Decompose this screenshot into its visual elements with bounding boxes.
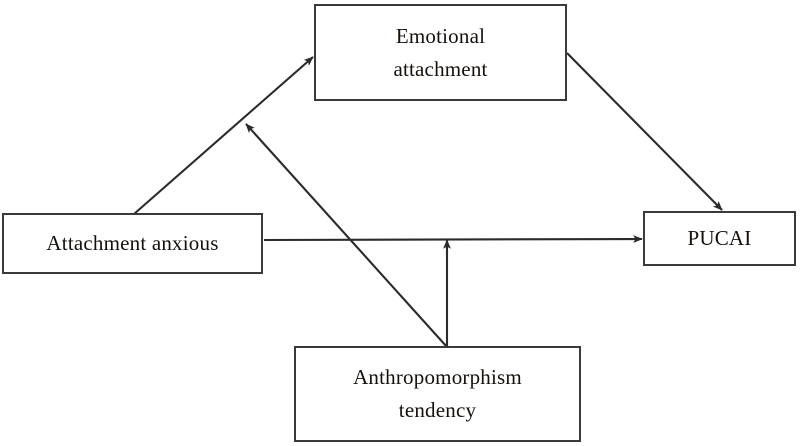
node-pucai[interactable]: PUCAI (643, 211, 796, 266)
node-anthropomorphism-tendency[interactable]: Anthropomorphism tendency (294, 346, 581, 442)
node-pucai-label: PUCAI (687, 226, 752, 251)
node-emotional-attachment[interactable]: Emotional attachment (314, 4, 567, 101)
node-anthropomorphism-tendency-label: Anthropomorphism tendency (353, 365, 522, 422)
node-emotional-attachment-label: Emotional attachment (393, 23, 488, 81)
node-attachment-anxious[interactable]: Attachment anxious (2, 213, 263, 274)
node-attachment-anxious-label: Attachment anxious (46, 231, 219, 256)
edge-attachment-anxious-to-pucai (263, 235, 643, 243)
edge-emotional-attachment-to-pucai (566, 52, 723, 211)
edge-anthropomorphism-to-anxious-emotional-path (245, 123, 448, 348)
edge-attachment-anxious-to-emotional-attachment (133, 56, 314, 215)
